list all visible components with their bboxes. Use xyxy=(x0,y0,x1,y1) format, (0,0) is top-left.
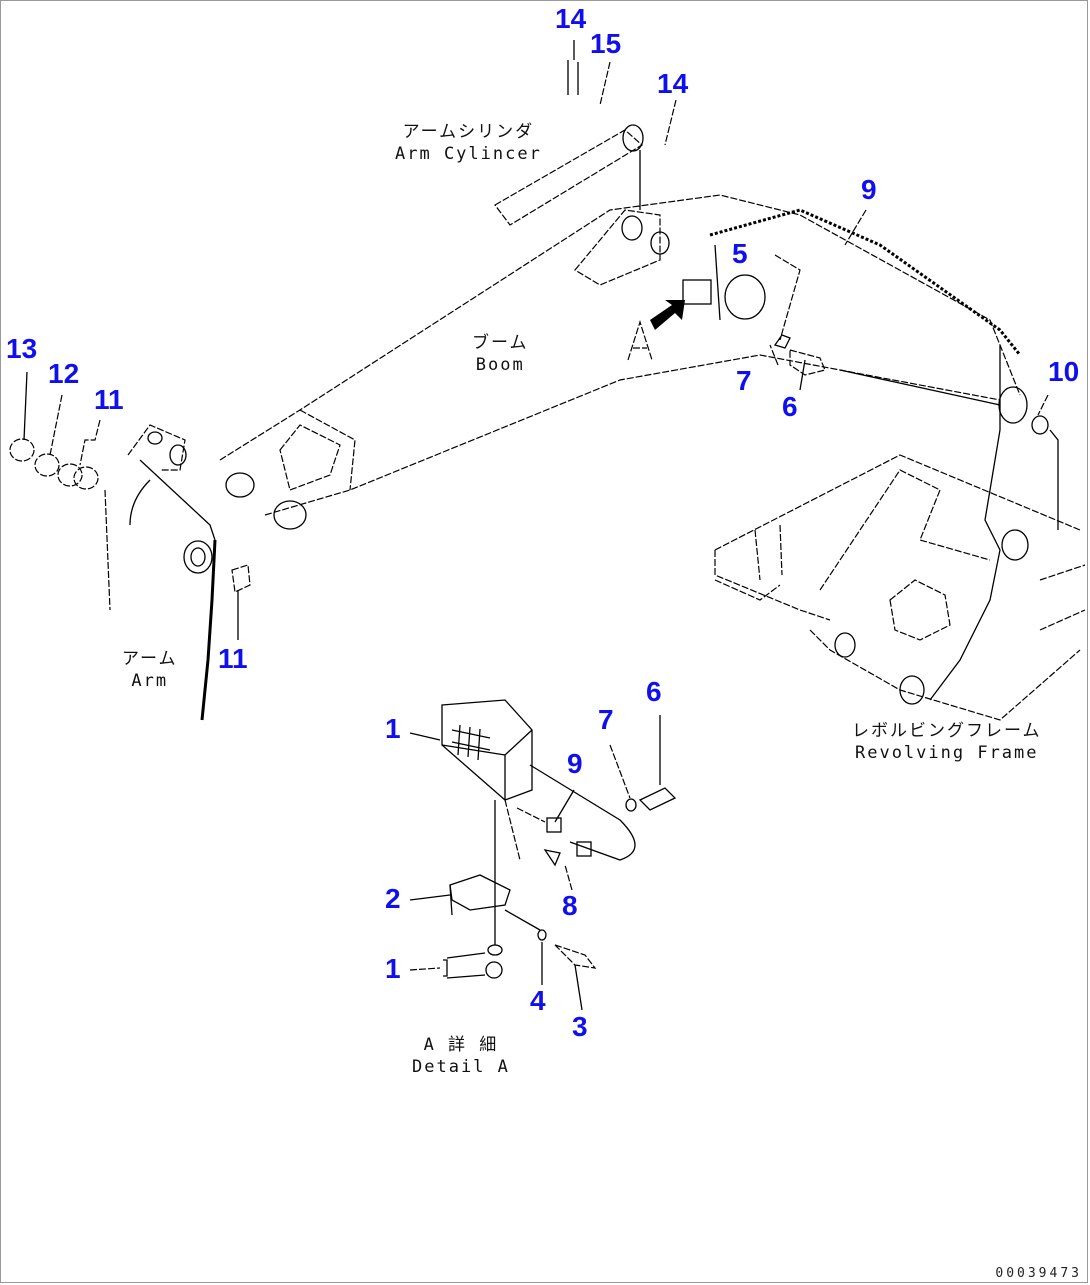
callout-9: 9 xyxy=(861,174,877,205)
callout-3: 3 xyxy=(572,1011,588,1042)
detail-a-label-jp: A 詳 細 xyxy=(423,1035,499,1055)
revolving-frame xyxy=(714,415,1086,721)
leader-lines xyxy=(409,40,1049,1011)
detail-a xyxy=(441,699,677,979)
arm-cylinder xyxy=(494,124,644,226)
callout-12: 12 xyxy=(48,358,80,389)
arm-cylinder-label-en: Arm Cylincer xyxy=(395,144,542,164)
callout-15: 15 xyxy=(590,28,622,59)
callout-6: 6 xyxy=(782,391,798,422)
document-id: 00039473 xyxy=(995,1266,1082,1281)
callout-9: 9 xyxy=(567,748,583,779)
callout-7: 7 xyxy=(598,704,614,735)
callout-14: 14 xyxy=(555,3,587,34)
boom-caption: ブーム Boom xyxy=(472,332,529,376)
callout-1: 1 xyxy=(385,713,401,744)
callout-2: 2 xyxy=(385,883,401,914)
callout-8: 8 xyxy=(562,890,578,921)
boom xyxy=(219,194,1028,530)
callout-6: 6 xyxy=(646,676,662,707)
callout-14: 14 xyxy=(657,68,689,99)
detail-a-caption: A 詳 細 Detail A xyxy=(412,1034,510,1078)
callout-11: 11 xyxy=(218,643,248,674)
revolving-frame-label-en: Revolving Frame xyxy=(854,743,1039,763)
detail-a-label-en: Detail A xyxy=(412,1057,510,1077)
arm-caption: アーム Arm xyxy=(122,648,177,692)
callout-7: 7 xyxy=(736,365,752,396)
revolving-frame-label-jp: レボルビングフレーム xyxy=(852,721,1042,741)
callout-11: 11 xyxy=(94,384,124,415)
arm-cylinder-label-jp: アームシリンダ xyxy=(402,122,535,142)
view-marker-a xyxy=(627,320,653,361)
boom-label-jp: ブーム xyxy=(472,333,529,353)
callout-5: 5 xyxy=(732,238,748,269)
revolving-frame-caption: レボルビングフレーム Revolving Frame xyxy=(852,720,1042,764)
boom-label-en: Boom xyxy=(475,355,525,375)
callout-13: 13 xyxy=(6,333,38,364)
arm-label-jp: アーム xyxy=(122,649,178,669)
arm-cylinder-caption: アームシリンダ Arm Cylincer xyxy=(395,121,542,165)
arm xyxy=(9,371,251,721)
arm-label-en: Arm xyxy=(131,671,169,691)
callout-4: 4 xyxy=(530,985,546,1016)
callout-10: 10 xyxy=(1048,356,1080,387)
callout-1: 1 xyxy=(385,953,401,984)
